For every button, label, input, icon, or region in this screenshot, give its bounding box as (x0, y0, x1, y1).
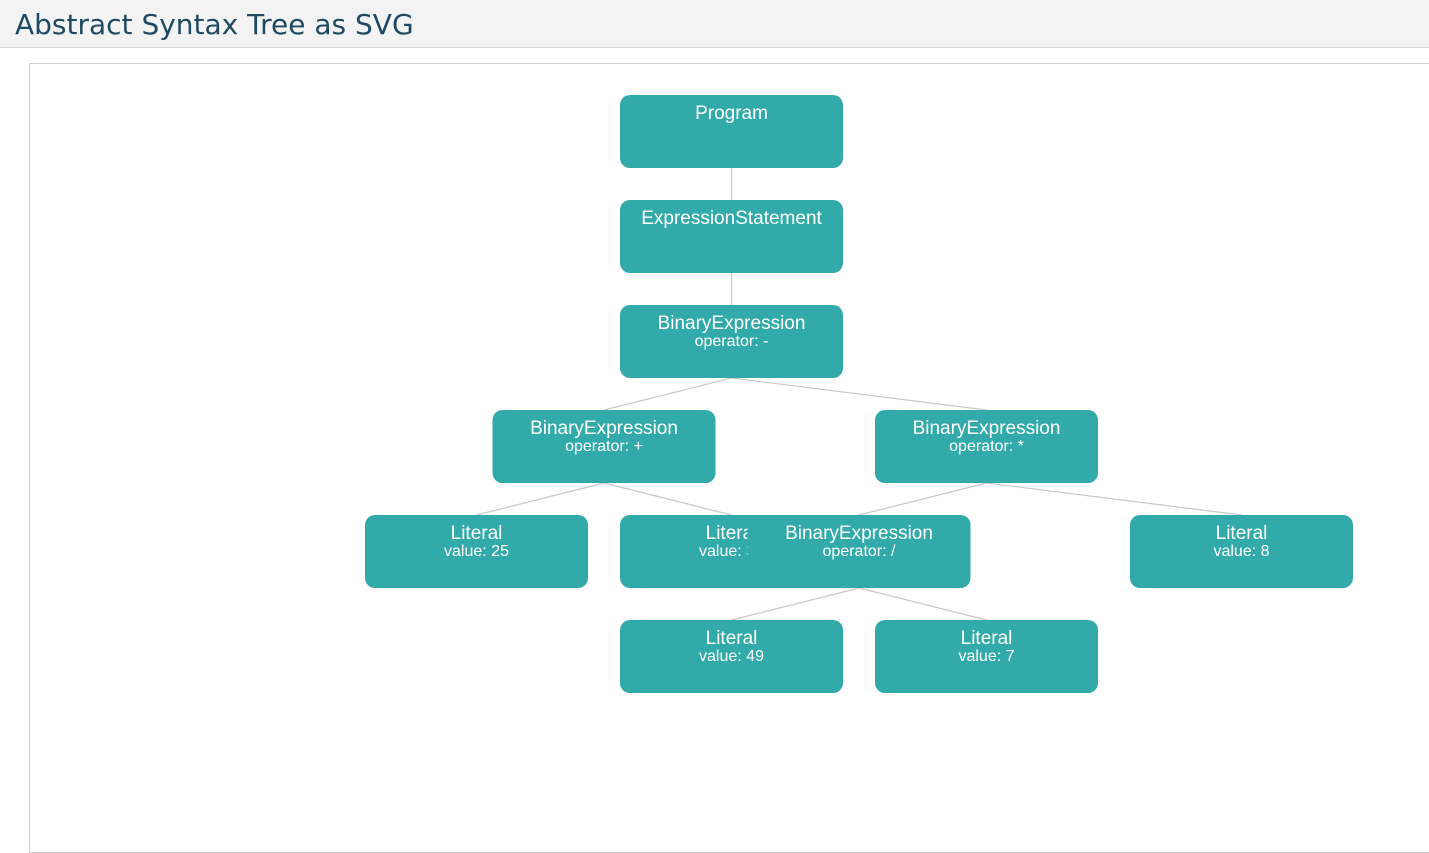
node-box (492, 410, 716, 483)
node-detail-label: operator: / (823, 543, 896, 560)
node-box (1130, 515, 1353, 588)
node-detail-label: operator: * (949, 438, 1024, 455)
tree-edge (603, 482, 732, 516)
node-box (620, 305, 843, 378)
tree-edge (986, 482, 1242, 516)
node-type-label: Program (695, 103, 768, 124)
node-box (620, 620, 843, 693)
node-type-label: Literal (961, 628, 1013, 649)
node-box (875, 410, 1098, 483)
node-detail-label: operator: + (565, 438, 643, 455)
node-detail-label: value: 25 (444, 543, 509, 560)
node-type-label: BinaryExpression (913, 418, 1061, 439)
node-box (747, 515, 971, 588)
node-detail-label: value: 49 (699, 648, 764, 665)
tree-edge (731, 587, 860, 621)
node-type-label: Literal (706, 628, 758, 649)
ast-node-expressionstatement: ExpressionStatement (620, 200, 843, 273)
node-type-label: BinaryExpression (658, 313, 806, 334)
page-title: Abstract Syntax Tree as SVG (15, 8, 414, 41)
node-box (620, 200, 843, 273)
node-box (365, 515, 588, 588)
ast-node-program: Program (620, 95, 843, 168)
node-box (620, 95, 843, 168)
node-detail-label: operator: - (695, 333, 769, 350)
tree-edge (476, 482, 605, 516)
node-type-label: Literal (1216, 523, 1268, 544)
tree-edge (603, 377, 732, 411)
node-detail-label: value: 7 (958, 648, 1014, 665)
ast-diagram: ProgramExpressionStatementBinaryExpressi… (365, 95, 1353, 693)
node-type-label: BinaryExpression (530, 418, 678, 439)
node-box (875, 620, 1098, 693)
node-type-label: Literal (706, 523, 758, 544)
node-type-label: Literal (451, 523, 503, 544)
header-bar: Abstract Syntax Tree as SVG (0, 0, 1429, 48)
tree-edge (858, 587, 987, 621)
node-type-label: ExpressionStatement (641, 208, 822, 229)
node-type-label: BinaryExpression (785, 523, 933, 544)
node-detail-label: value: 8 (1213, 543, 1269, 560)
tree-edge (858, 482, 987, 516)
tree-edge (731, 377, 987, 411)
